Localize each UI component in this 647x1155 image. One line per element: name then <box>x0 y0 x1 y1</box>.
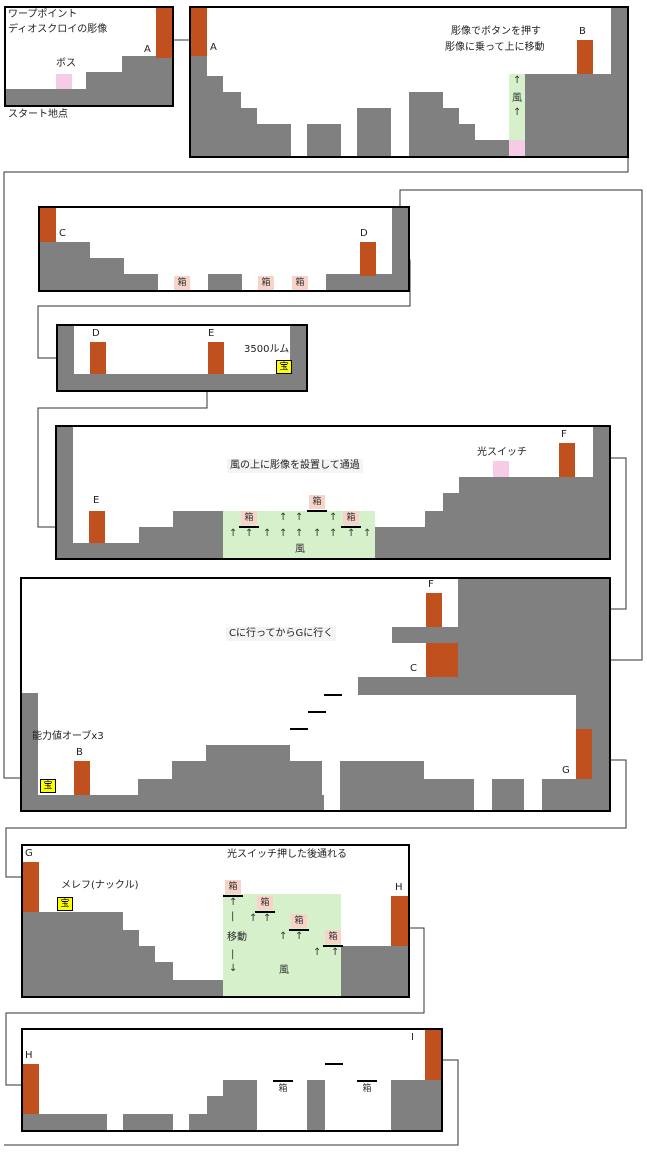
door-h[interactable] <box>391 896 408 946</box>
warp-title: ワープポイント <box>8 9 78 20</box>
door-b[interactable] <box>577 40 593 74</box>
door-f[interactable] <box>559 443 575 477</box>
box[interactable]: 箱 <box>309 495 325 509</box>
room-g-h: 宝 G H メレフ(ナックル) 光スイッチ押した後通れる 箱 箱 箱 箱 ↑ |… <box>21 844 410 998</box>
point-g-label: G <box>25 848 33 859</box>
point-b-label: B <box>76 747 83 758</box>
door-a[interactable] <box>191 8 207 56</box>
door-f[interactable] <box>426 593 442 627</box>
point-f-label: F <box>428 579 434 590</box>
point-a-label: A <box>144 44 151 55</box>
wind-column <box>509 74 525 156</box>
boss-marker[interactable] <box>56 74 72 89</box>
room-d-e: 宝 D E 3500ルム <box>56 324 308 392</box>
wind-label: 風 <box>279 965 289 976</box>
light-switch[interactable] <box>493 461 509 477</box>
move-label: 移動 <box>227 932 247 943</box>
point-e-label: E <box>93 495 100 506</box>
wind-area <box>223 894 341 996</box>
note-button-line1: 彫像でボタンを押す <box>451 26 541 37</box>
treasure-chest[interactable]: 宝 <box>40 779 56 793</box>
door-i[interactable] <box>425 1030 441 1080</box>
room-e-f: 光スイッチ E F 風の上に彫像を設置して通過 箱 箱 箱 ↑ ↑ ↑ ↑ ↑ … <box>55 425 611 560</box>
room-c-d: 箱 箱 箱 C D <box>38 206 410 292</box>
point-f-label: F <box>561 429 567 440</box>
door-c[interactable] <box>426 643 458 677</box>
box[interactable]: 箱 <box>343 511 359 525</box>
box[interactable]: 箱 <box>292 276 308 290</box>
point-h-label: H <box>25 1050 33 1061</box>
start-label: スタート地点 <box>8 109 68 120</box>
door-g[interactable] <box>576 729 592 779</box>
point-d-label: D <box>92 328 100 339</box>
route-note: Cに行ってからGに行く <box>226 627 337 641</box>
link-e <box>37 390 208 528</box>
link-g <box>5 759 627 878</box>
box[interactable]: 箱 <box>325 930 341 944</box>
note-button-line2: 彫像に乗って上に移動 <box>445 42 545 53</box>
boss-label: ボス <box>56 58 76 69</box>
point-h-label: H <box>395 882 403 893</box>
door-c[interactable] <box>40 208 56 242</box>
door-b[interactable] <box>74 761 90 795</box>
door-e[interactable] <box>89 511 105 543</box>
door-d[interactable] <box>360 242 376 276</box>
room-h-i: 箱 箱 H I <box>21 1028 443 1132</box>
point-g-label: G <box>562 765 570 776</box>
point-c-label: C <box>59 228 66 239</box>
point-i-label: I <box>411 1032 414 1043</box>
door-e[interactable] <box>208 342 224 374</box>
room-a-b: ↑ 風 ↑ A B 彫像でボタンを押す 彫像に乗って上に移動 <box>189 6 629 158</box>
point-b-label: B <box>579 26 586 37</box>
box[interactable]: 箱 <box>258 276 274 290</box>
rum-label: 3500ルム <box>244 344 290 355</box>
light-switch-label: 光スイッチ <box>477 447 527 458</box>
box[interactable]: 箱 <box>257 896 273 910</box>
door-g[interactable] <box>23 862 39 912</box>
box[interactable]: 箱 <box>241 511 257 525</box>
point-d-label: D <box>360 228 368 239</box>
link-h <box>5 927 425 1086</box>
treasure-chest[interactable]: 宝 <box>276 360 292 374</box>
door-d[interactable] <box>90 342 106 374</box>
door-h[interactable] <box>23 1064 39 1114</box>
treasure-chest[interactable]: 宝 <box>57 897 73 911</box>
box[interactable]: 箱 <box>174 276 190 290</box>
warp-subtitle: ディオスクロイの彫像 <box>8 24 108 35</box>
door-a[interactable] <box>156 8 172 58</box>
after-switch-note: 光スイッチ押した後通れる <box>227 849 347 860</box>
wind-label: 風 <box>512 93 522 104</box>
box[interactable]: 箱 <box>278 1084 288 1094</box>
room-main: 宝 能力値オーブx3 B C F G Cに行ってからGに行く <box>20 577 611 812</box>
box[interactable]: 箱 <box>362 1084 372 1094</box>
wind-note: 風の上に彫像を設置して通過 <box>227 459 363 473</box>
link-i <box>4 1059 459 1146</box>
room-warp: ワープポイント ディオスクロイの彫像 ボス A <box>4 6 174 107</box>
button-switch[interactable] <box>509 140 525 156</box>
box[interactable]: 箱 <box>225 880 241 894</box>
point-a-label: A <box>210 42 217 53</box>
orb-label: 能力値オーブx3 <box>32 731 104 742</box>
point-e-label: E <box>208 328 215 339</box>
point-c-label: C <box>410 663 417 674</box>
wind-label: 風 <box>295 544 305 555</box>
box[interactable]: 箱 <box>291 914 307 928</box>
melef-label: メレフ(ナックル) <box>61 880 139 891</box>
